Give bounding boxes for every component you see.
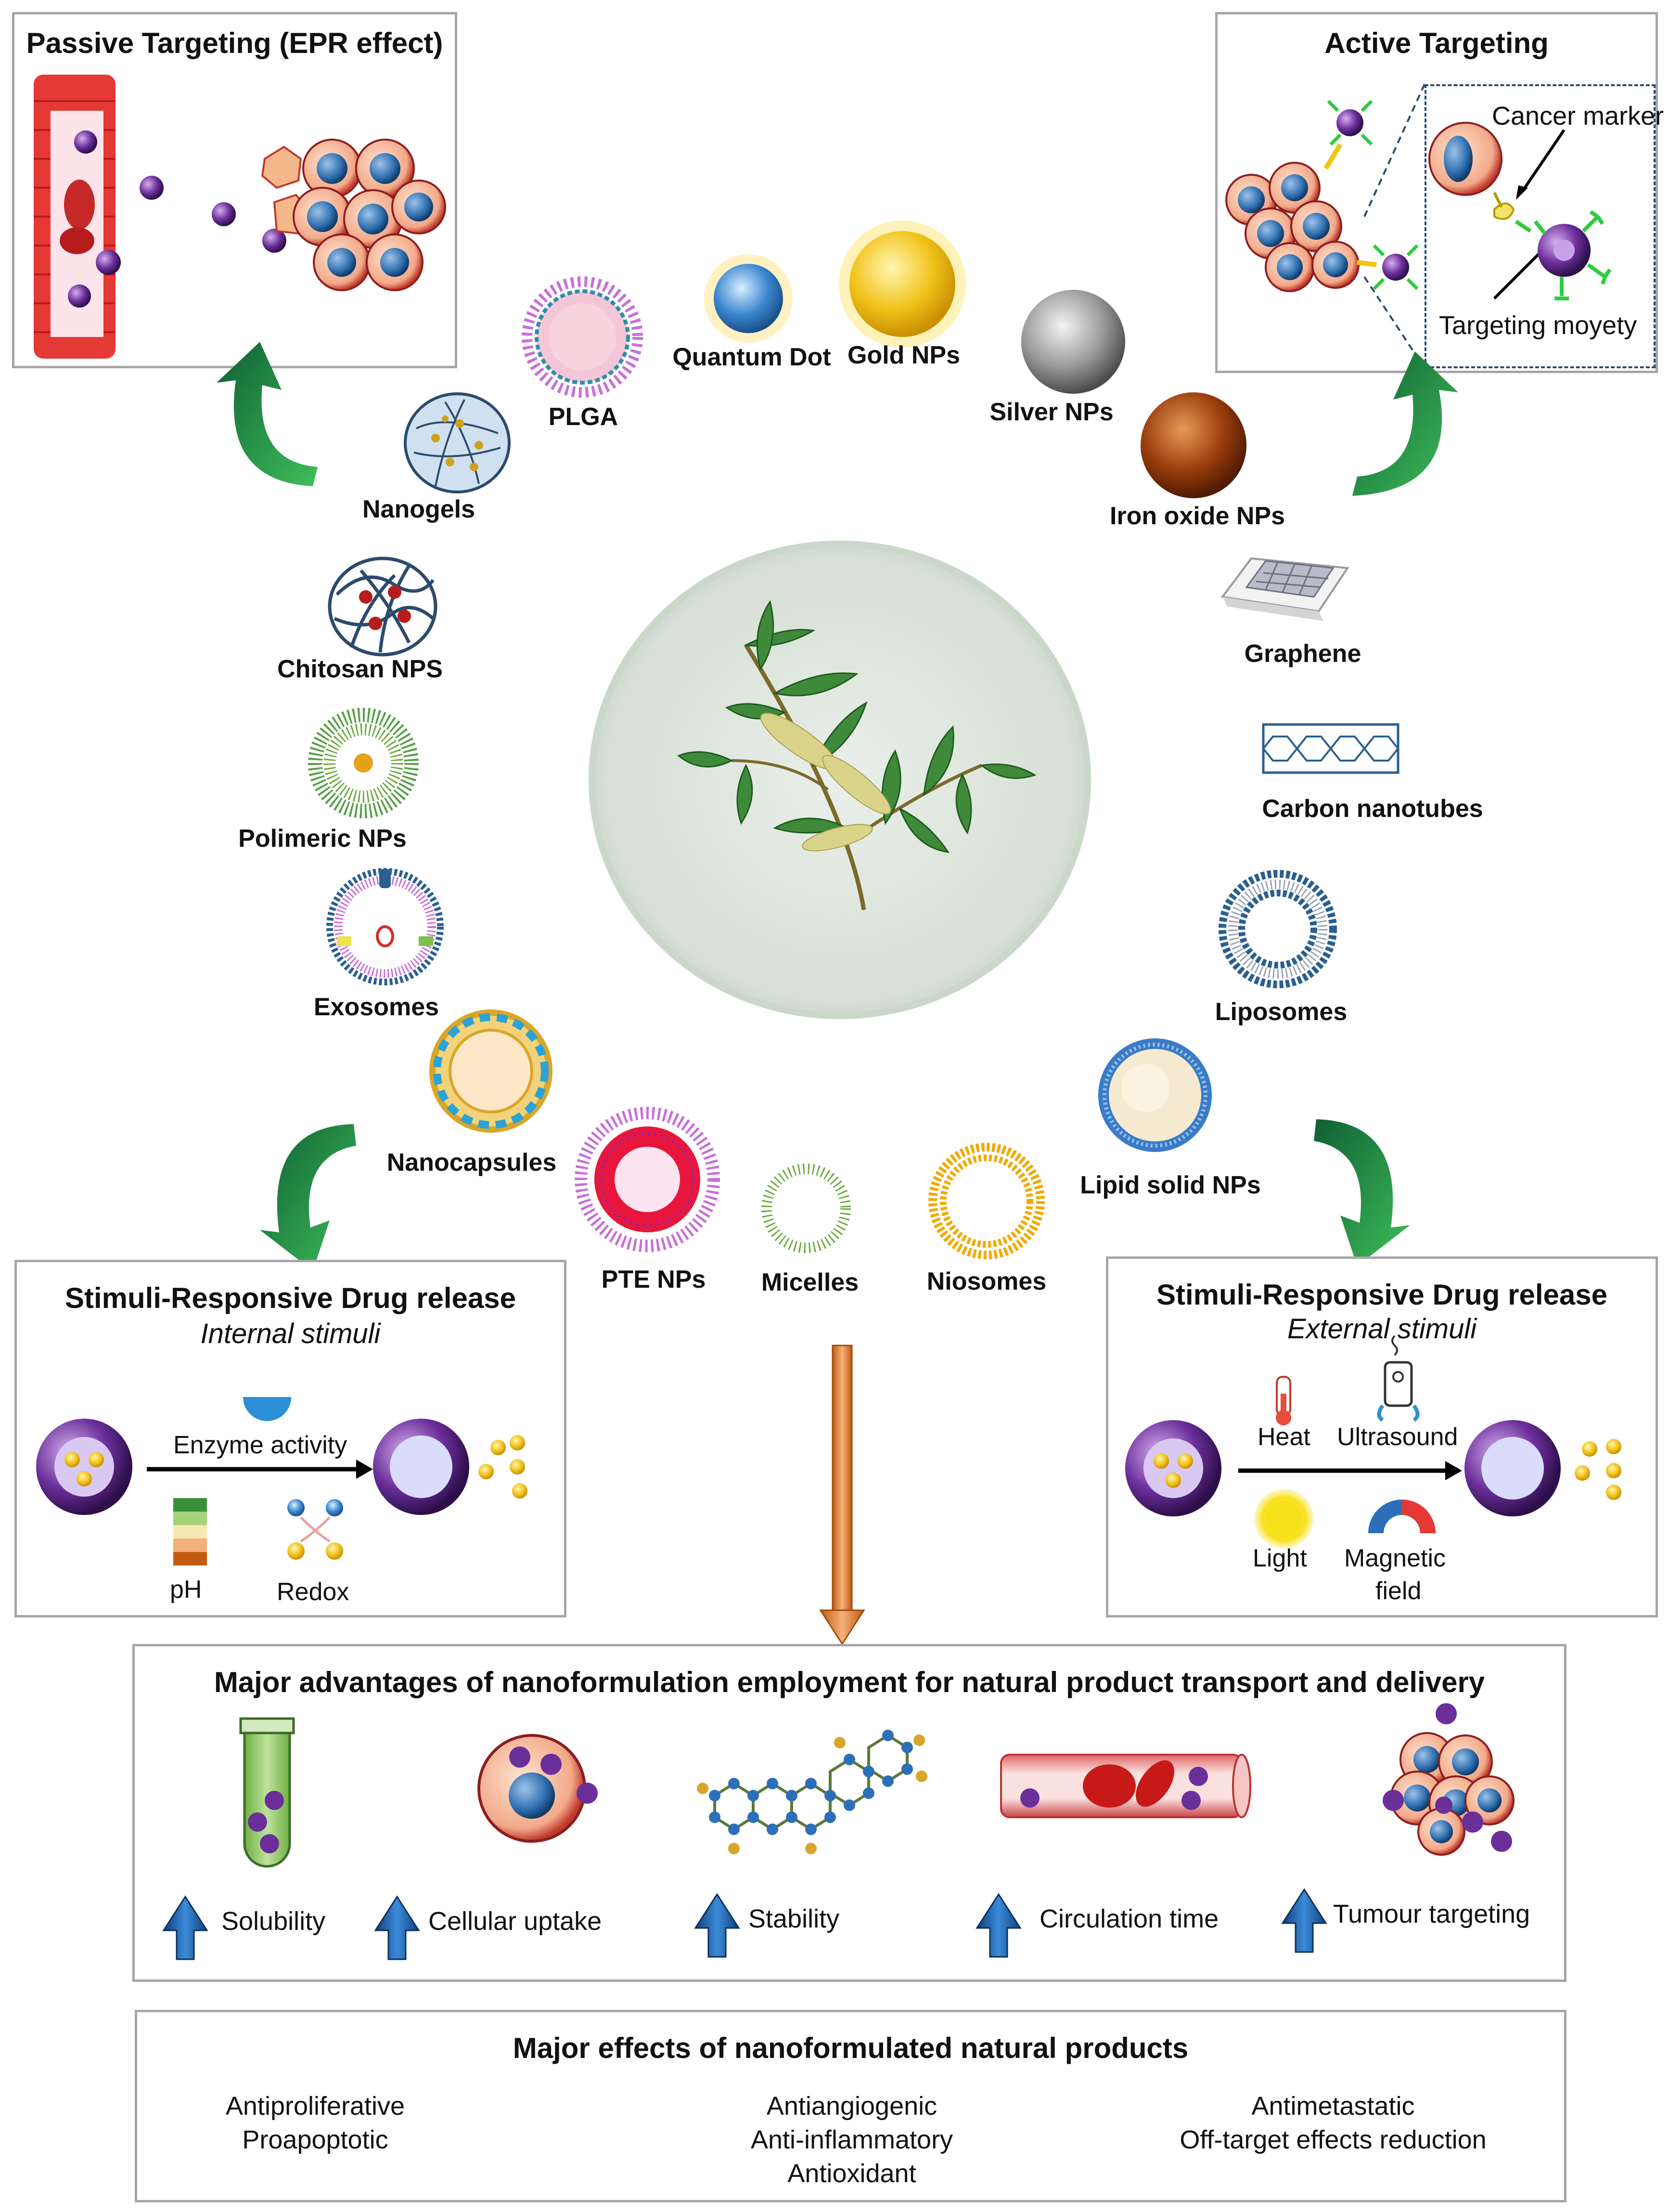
advantage-cellular-uptake: Cellular uptake [428, 1907, 602, 1936]
niosomes-nanoparticle [928, 1143, 1045, 1259]
active-targeting-illustration [1225, 84, 1612, 369]
active-targeting-box: Active Targeting Cancer marker Targeting… [1215, 12, 1664, 373]
circulation-time-vessel-icon [1000, 1754, 1251, 1818]
advantages-box: Major advantages of nanoformulation empl… [132, 1644, 1566, 1982]
effect-antiproliferative: Antiproliferative [225, 2092, 405, 2121]
micelles-label: Micelles [761, 1268, 859, 1296]
effect-anti-inflammatory: Anti-inflammatory [750, 2125, 953, 2154]
plga-label: PLGA [548, 403, 618, 431]
solubility-tube-icon [239, 1717, 295, 1868]
effects-column-3: Antimetastatic Off-target effects reduct… [1165, 2089, 1502, 2157]
graphene-nanoparticle [1220, 557, 1349, 621]
advantage-solubility: Solubility [221, 1907, 326, 1936]
stability-molecule-icon [697, 1730, 927, 1854]
lipid-solid-label: Lipid solid NPs [1080, 1171, 1261, 1199]
internal-stimuli-illustration [36, 1397, 527, 1565]
gold-nanoparticle [839, 220, 966, 348]
light-label: Light [1253, 1544, 1307, 1572]
external-stimuli-box: Stimuli-Responsive Drug release External… [1106, 1256, 1658, 1617]
nanogels-label: Nanogels [362, 495, 475, 523]
passive-targeting-title: Passive Targeting (EPR effect) [26, 27, 443, 59]
internal-stimuli-subtitle: Internal stimuli [200, 1318, 381, 1349]
nanocapsules-nanoparticle [429, 1009, 552, 1133]
redox-label: Redox [277, 1578, 349, 1606]
gold-label: Gold NPs [847, 341, 961, 369]
solubility-up-arrow-icon [162, 1895, 208, 1960]
nanocapsules-label: Nanocapsules [386, 1149, 557, 1177]
exosomes-label: Exosomes [313, 993, 439, 1021]
chitosan-label: Chitosan NPS [277, 655, 443, 683]
ultrasound-label: Ultrasound [1337, 1423, 1458, 1451]
exosomes-nanoparticle [326, 868, 444, 985]
green-arrow-active [1352, 351, 1458, 496]
nanogels-nanoparticle [404, 392, 511, 493]
epr-effect-illustration [34, 75, 446, 359]
polimeric-nanoparticle [308, 708, 419, 818]
ph-label: pH [170, 1576, 202, 1604]
heat-label: Heat [1258, 1423, 1310, 1451]
active-targeting-title: Active Targeting [1324, 27, 1549, 59]
plga-nanoparticle [522, 276, 643, 398]
plant-branch-icon [677, 600, 1037, 910]
pte-label: PTE NPs [601, 1266, 706, 1294]
tumour-targeting-up-arrow-icon [1281, 1888, 1327, 1953]
effect-antioxidant: Antioxidant [787, 2159, 916, 2188]
effect-off-target-reduction: Off-target effects reduction [1180, 2125, 1487, 2154]
effects-column-1: Antiproliferative Proapoptotic [185, 2089, 445, 2157]
effects-title: Major effects of nanoformulated natural … [513, 2032, 1189, 2064]
silver-label: Silver NPs [989, 398, 1114, 426]
advantage-circulation-time: Circulation time [1040, 1904, 1219, 1933]
cellular-uptake-cell-icon [477, 1734, 598, 1843]
graphene-label: Graphene [1244, 640, 1361, 668]
iron-oxide-label: Iron oxide NPs [1109, 502, 1285, 530]
advantage-stability: Stability [748, 1904, 840, 1933]
tumour-targeting-cluster-icon [1383, 1703, 1515, 1856]
external-stimuli-title: Stimuli-Responsive Drug release [1156, 1279, 1607, 1311]
circulation-time-up-arrow-icon [976, 1893, 1022, 1958]
natural-product-plant-circle [589, 541, 1091, 1019]
chitosan-nanoparticle [328, 556, 437, 657]
green-arrow-internal [260, 1124, 356, 1271]
green-arrow-passive [217, 342, 318, 486]
effect-proapoptotic: Proapoptotic [242, 2125, 388, 2154]
carbon-nanotubes-nanoparticle [1262, 723, 1399, 774]
effects-column-2: Antiangiogenic Anti-inflammatory Antioxi… [722, 2089, 982, 2190]
orange-down-arrow [819, 1345, 865, 1645]
effects-box: Major effects of nanoformulated natural … [135, 2010, 1566, 2202]
internal-stimuli-box: Stimuli-Responsive Drug release Internal… [14, 1260, 566, 1617]
pte-nanoparticle [575, 1107, 720, 1252]
effect-antiangiogenic: Antiangiogenic [766, 2092, 937, 2121]
external-stimuli-subtitle: External stimuli [1287, 1313, 1477, 1345]
polimeric-label: Polimeric NPs [238, 825, 407, 853]
silver-nanoparticle [1021, 290, 1125, 394]
enzyme-activity-label: Enzyme activity [173, 1431, 347, 1459]
external-stimuli-illustration [1125, 1335, 1621, 1549]
advantages-title: Major advantages of nanoformulation empl… [214, 1666, 1485, 1698]
targeting-moyety-label: Targeting moyety [1439, 311, 1637, 340]
advantage-tumour-targeting: Tumour targeting [1333, 1900, 1530, 1928]
quantum-dot-nanoparticle [704, 254, 793, 343]
active-targeting-zoom-inset [1425, 84, 1656, 368]
micelles-nanoparticle [761, 1164, 851, 1253]
niosomes-label: Niosomes [926, 1268, 1047, 1295]
magnetic-label: Magnetic [1344, 1544, 1446, 1572]
stability-up-arrow-icon [694, 1893, 740, 1958]
cancer-marker-label: Cancer marker [1492, 102, 1664, 130]
carbon-nanotubes-label: Carbon nanotubes [1262, 795, 1483, 823]
passive-targeting-box: Passive Targeting (EPR effect) [12, 12, 457, 368]
cellular-uptake-up-arrow-icon [374, 1895, 420, 1960]
field-label: field [1375, 1577, 1422, 1605]
effect-antimetastatic: Antimetastatic [1251, 2092, 1415, 2121]
iron-oxide-nanoparticle [1141, 392, 1246, 498]
liposomes-label: Liposomes [1215, 998, 1348, 1026]
quantum-dot-label: Quantum Dot [672, 343, 831, 371]
green-arrow-external [1314, 1119, 1410, 1266]
internal-stimuli-title: Stimuli-Responsive Drug release [65, 1282, 516, 1314]
lipid-solid-nanoparticle [1098, 1038, 1212, 1152]
liposomes-nanoparticle [1219, 870, 1337, 988]
